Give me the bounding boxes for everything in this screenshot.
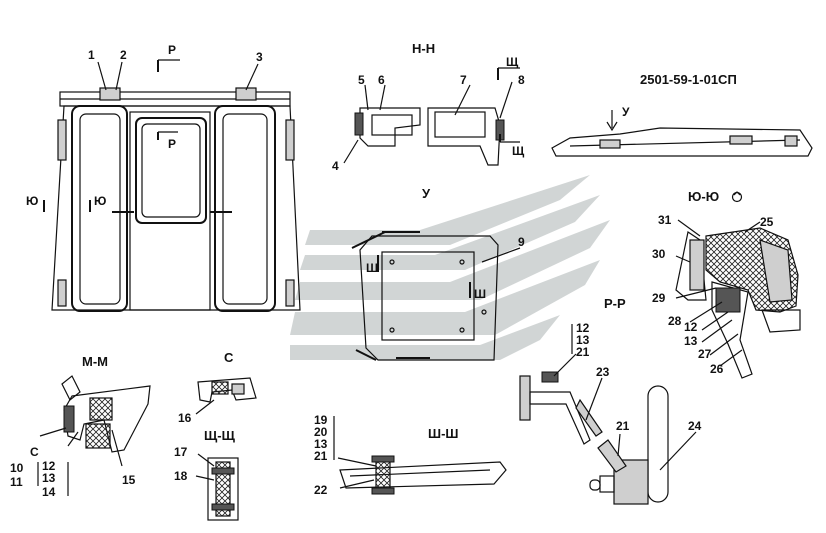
- view-title-shsh-small: Щ-Щ: [204, 428, 236, 443]
- callout-25: 25: [760, 215, 774, 229]
- callout-4: 4: [332, 159, 339, 173]
- callout-13-rr: 13: [576, 333, 590, 347]
- section-marker-p-mid: Р: [168, 137, 176, 151]
- callout-19: 19: [314, 413, 328, 427]
- view-title-u: У: [422, 186, 431, 201]
- view-title-shsh: Ш-Ш: [428, 426, 458, 441]
- view-title-c: С: [224, 350, 234, 365]
- callout-14: 14: [42, 485, 56, 499]
- section-marker-shch-top: Щ: [506, 55, 519, 69]
- view-title-mm: М-М: [82, 354, 108, 369]
- callout-9: 9: [518, 235, 525, 249]
- callout-3: 3: [256, 50, 263, 64]
- watermark-logo: [290, 175, 610, 360]
- section-marker-shch-bottom: Щ: [512, 144, 525, 158]
- callout-28: 28: [668, 314, 682, 328]
- callout-27: 27: [698, 347, 712, 361]
- callout-2: 2: [120, 48, 127, 62]
- section-marker-sh-left: Ш: [366, 261, 378, 275]
- callout-6: 6: [378, 73, 385, 87]
- section-marker-p-top: Р: [168, 43, 176, 57]
- part-side-view: [551, 110, 813, 157]
- callout-24: 24: [688, 419, 702, 433]
- callout-13-mm: 13: [42, 471, 56, 485]
- callout-21-rr: 21: [576, 345, 590, 359]
- callout-29: 29: [652, 291, 666, 305]
- view-u-plate: [351, 231, 521, 361]
- view-title-rr: Р-Р: [604, 296, 626, 311]
- view-nn: [343, 67, 520, 166]
- callout-1: 1: [88, 48, 95, 62]
- callout-5: 5: [358, 73, 365, 87]
- latch-detail: [589, 385, 697, 505]
- view-yuyu-section: [675, 219, 801, 379]
- callout-30: 30: [652, 247, 666, 261]
- callout-15: 15: [122, 473, 136, 487]
- callout-11: 11: [10, 475, 23, 489]
- view-shsh-section: [333, 416, 507, 495]
- door-frame-view: [43, 59, 301, 312]
- callout-13-shsh: 13: [314, 437, 328, 451]
- callout-12-rr: 12: [576, 321, 590, 335]
- section-marker-yu-right: Ю: [94, 194, 106, 208]
- section-marker-c: С: [30, 445, 39, 459]
- callout-13-yuyu: 13: [684, 334, 698, 348]
- callout-10: 10: [10, 461, 24, 475]
- callout-23: 23: [596, 365, 610, 379]
- view-rr-section: [519, 324, 603, 445]
- section-marker-u: У: [622, 105, 630, 119]
- callout-26: 26: [710, 362, 724, 376]
- view-title-yuyu: Ю-Ю: [688, 189, 719, 204]
- callout-20: 20: [314, 425, 328, 439]
- callout-7: 7: [460, 73, 467, 87]
- callout-21-shsh: 21: [314, 449, 328, 463]
- callout-21-latch: 21: [616, 419, 630, 433]
- view-mm-section: [37, 375, 151, 496]
- callout-18: 18: [174, 469, 188, 483]
- view-c-detail: [195, 377, 257, 415]
- section-marker-yu-left: Ю: [26, 194, 38, 208]
- callout-17: 17: [174, 445, 188, 459]
- callout-12-yuyu: 12: [684, 320, 698, 334]
- view-title-nn: Н-Н: [412, 41, 435, 56]
- callout-31: 31: [658, 213, 672, 227]
- callout-8: 8: [518, 73, 525, 87]
- callout-16: 16: [178, 411, 192, 425]
- section-marker-sh-right: Ш: [474, 287, 486, 301]
- callout-22: 22: [314, 483, 328, 497]
- callout-12-mm: 12: [42, 459, 56, 473]
- view-shsh-small-detail: [195, 453, 239, 521]
- document-code: 2501-59-1-01СП: [640, 72, 737, 87]
